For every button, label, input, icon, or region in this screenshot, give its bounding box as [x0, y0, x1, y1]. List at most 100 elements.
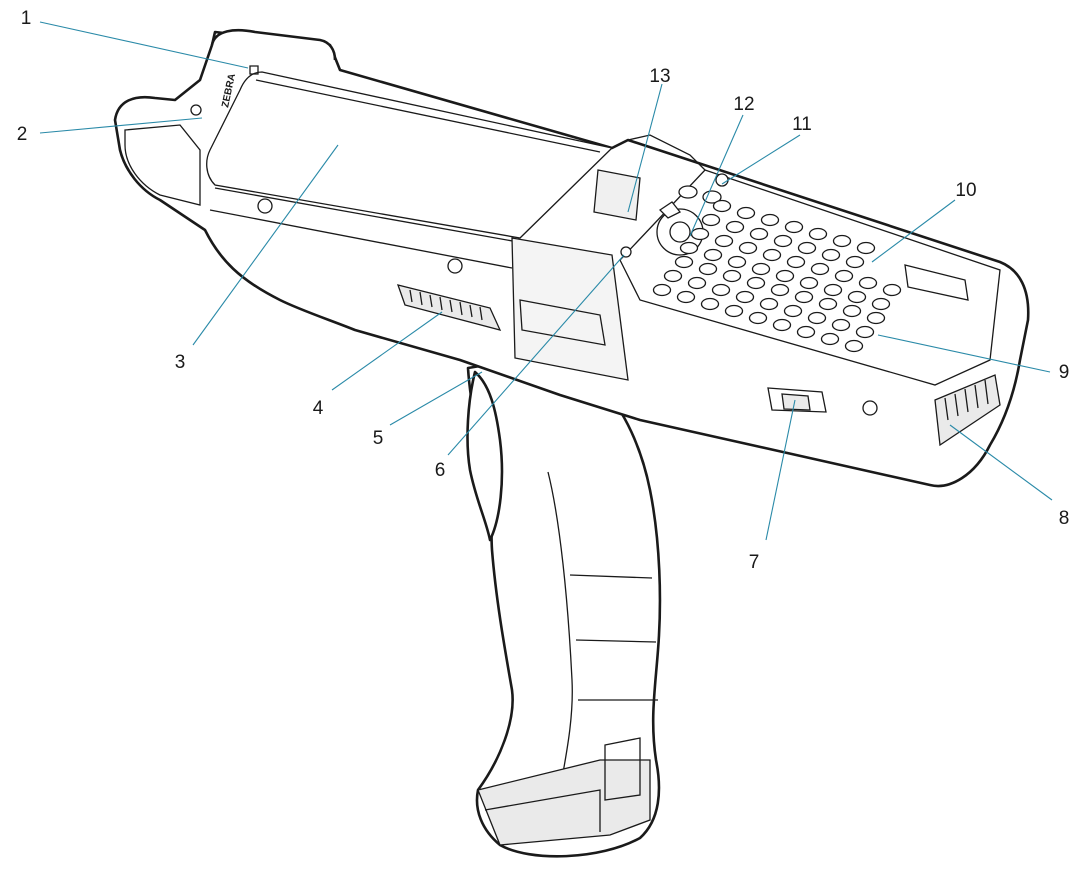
keypad-key — [703, 248, 723, 262]
keypad-key — [796, 325, 816, 339]
function-key — [678, 185, 698, 199]
keypad-key — [748, 311, 768, 325]
front-camera-icon — [190, 104, 202, 116]
screen-border — [255, 79, 601, 153]
keypad-key — [711, 283, 731, 297]
callout-2: 2 — [17, 124, 28, 145]
keypad-key — [794, 290, 814, 304]
nav-up-key — [658, 201, 682, 219]
keypad-key — [700, 297, 720, 311]
keypad-key — [820, 332, 840, 346]
keypad-key — [799, 276, 819, 290]
keypad-key — [866, 311, 886, 325]
handle-base-edge — [484, 789, 601, 832]
keypad-key — [844, 339, 864, 353]
keypad-key — [808, 227, 828, 241]
screw-icon — [862, 400, 878, 416]
keypad-key — [858, 276, 878, 290]
leader-line-8 — [949, 424, 1053, 501]
function-key — [702, 190, 722, 204]
mobile-computer-illustration: ZEBRA — [113, 28, 1030, 858]
leader-line-5 — [389, 371, 483, 426]
speaker-grille — [396, 284, 502, 331]
keypad-key — [832, 234, 852, 248]
callout-9: 9 — [1059, 362, 1070, 383]
callout-10: 10 — [955, 180, 976, 201]
keypad-key — [714, 234, 734, 248]
keypad-key — [831, 318, 851, 332]
keypad-key — [727, 255, 747, 269]
keypad-key — [823, 283, 843, 297]
leader-line-11 — [721, 134, 801, 185]
callout-1: 1 — [21, 8, 32, 29]
handle-contour — [547, 471, 573, 791]
keypad-key — [663, 269, 683, 283]
keypad-key — [783, 304, 803, 318]
keypad-key — [749, 227, 769, 241]
nav-center-key — [669, 221, 691, 243]
callout-8: 8 — [1059, 508, 1070, 529]
keypad-key — [690, 227, 710, 241]
callout-5: 5 — [373, 428, 384, 449]
leader-line-2 — [39, 117, 203, 134]
keypad-key — [725, 220, 745, 234]
keypad-key — [775, 269, 795, 283]
keypad-key — [722, 269, 742, 283]
keypad-key — [818, 297, 838, 311]
handle-grip-line — [575, 639, 657, 643]
callout-6: 6 — [435, 460, 446, 481]
leader-line-6 — [447, 254, 625, 456]
keypad-key — [687, 276, 707, 290]
keypad-key — [856, 241, 876, 255]
side-rail — [214, 187, 519, 243]
keypad-key — [786, 255, 806, 269]
keypad-key — [871, 297, 891, 311]
leader-line-10 — [871, 199, 956, 263]
keypad-key — [847, 290, 867, 304]
keypad-key — [751, 262, 771, 276]
callout-labels: 1 2 3 4 5 6 7 8 9 10 11 12 13 — [17, 8, 1070, 573]
keypad-key — [797, 241, 817, 255]
keypad-key — [772, 318, 792, 332]
callout-4: 4 — [313, 398, 324, 419]
scan-window — [519, 299, 606, 346]
side-rail-lower — [209, 209, 513, 269]
keypad-key — [712, 199, 732, 213]
scan-key — [904, 264, 969, 301]
trigger — [466, 370, 504, 542]
side-scan-button-center — [781, 393, 811, 411]
keypad-key — [845, 255, 865, 269]
connector-ridges — [944, 379, 989, 421]
callout-12: 12 — [733, 94, 754, 115]
keypad-key — [784, 220, 804, 234]
leader-line-13 — [627, 83, 663, 213]
handle-base — [477, 759, 651, 846]
left-bumper — [124, 124, 201, 206]
keypad-key — [807, 311, 827, 325]
handle-base-slot — [604, 737, 641, 801]
keypad-key — [652, 283, 672, 297]
top-bumper — [210, 28, 337, 61]
handle-grip-line — [569, 574, 653, 579]
leader-line-3 — [192, 144, 339, 346]
leader-line-12 — [689, 114, 744, 237]
callout-7: 7 — [749, 552, 760, 573]
keypad-key — [773, 234, 793, 248]
keypad-key — [674, 255, 694, 269]
keypad-key — [821, 248, 841, 262]
keypad-key — [698, 262, 718, 276]
alphanumeric-keypad — [652, 199, 902, 353]
camera-sensor — [620, 246, 632, 258]
trigger-handle — [466, 363, 662, 858]
keypad-key — [810, 262, 830, 276]
keypad-key — [770, 283, 790, 297]
keypad-key — [679, 241, 699, 255]
leader-line-7 — [765, 399, 796, 541]
keypad-key — [746, 276, 766, 290]
keypad-key — [760, 213, 780, 227]
keypad-key — [701, 213, 721, 227]
keypad-key — [676, 290, 696, 304]
led-indicator — [249, 65, 259, 75]
keypad-key — [735, 290, 755, 304]
